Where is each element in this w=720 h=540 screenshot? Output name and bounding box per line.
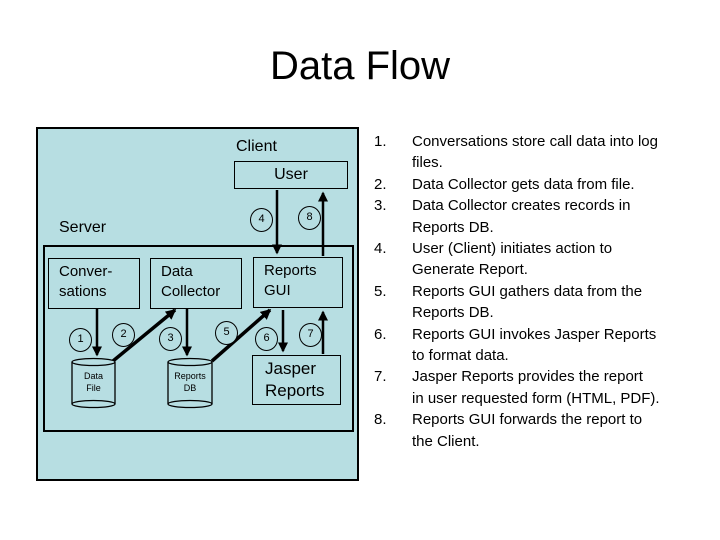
step-badge-4: 4 xyxy=(250,208,273,232)
step-number: 2. xyxy=(374,175,387,193)
step-badge-1: 1 xyxy=(69,328,92,352)
step-item: 7. Jasper Reports provides the report in … xyxy=(374,366,716,409)
step-number: 5. xyxy=(374,282,387,300)
step-item: 4. User (Client) initiates action to Gene… xyxy=(374,238,716,281)
step-item: 1. Conversations store call data into log… xyxy=(374,131,716,174)
step-badge-5: 5 xyxy=(215,321,238,345)
data-file-label: Data File xyxy=(83,371,103,393)
step-badge-2: 2 xyxy=(112,323,135,347)
step-number: 3. xyxy=(374,197,387,215)
step-item: 3. Data Collector creates records in Repo… xyxy=(374,195,716,238)
server-label: Server xyxy=(59,219,107,236)
step-text: Data Collector creates records in Report… xyxy=(412,197,631,236)
step-text: Reports GUI invokes Jasper Reports to fo… xyxy=(412,325,657,365)
steps-list: 1. Conversations store call data into log… xyxy=(374,131,716,452)
step-text: User (Client) initiates action to Genera… xyxy=(412,240,613,279)
jasper-reports-node: Jasper Reports xyxy=(252,355,341,405)
step-item: 5. Reports GUI gathers data from the Repo… xyxy=(374,281,716,324)
step-number: 6. xyxy=(374,325,387,343)
step-number: 7. xyxy=(374,368,387,386)
page-title: Data Flow xyxy=(269,44,451,88)
step-number: 4. xyxy=(374,240,387,258)
step-text: Reports GUI forwards the report to the C… xyxy=(412,411,643,450)
step-badge-3: 3 xyxy=(159,327,182,351)
step-badge-7: 7 xyxy=(299,323,322,347)
step-number: 8. xyxy=(374,411,387,429)
step-item: 6. Reports GUI invokes Jasper Reports to … xyxy=(374,324,716,367)
step-item: 8. Reports GUI forwards the report to the… xyxy=(374,409,716,452)
conversations-node: Conver- sations xyxy=(48,258,140,309)
reports-gui-node: Reports GUI xyxy=(253,257,343,308)
step-badge-6: 6 xyxy=(255,327,278,351)
client-label: Client xyxy=(236,138,277,155)
step-text: Reports GUI gathers data from the Report… xyxy=(412,282,643,322)
data-collector-node: Data Collector xyxy=(150,258,242,309)
step-number: 1. xyxy=(374,133,387,150)
step-text: Data Collector gets data from file. xyxy=(412,175,635,193)
step-text: Conversations store call data into log f… xyxy=(412,133,658,172)
step-badge-8: 8 xyxy=(298,206,321,230)
server-boundary-box xyxy=(43,245,354,432)
user-node: User xyxy=(234,161,348,189)
step-item: 2. Data Collector gets data from file. xyxy=(374,174,716,195)
step-text: Jasper Reports provides the report in us… xyxy=(412,368,660,407)
reports-db-label: Reports DB xyxy=(174,371,206,393)
